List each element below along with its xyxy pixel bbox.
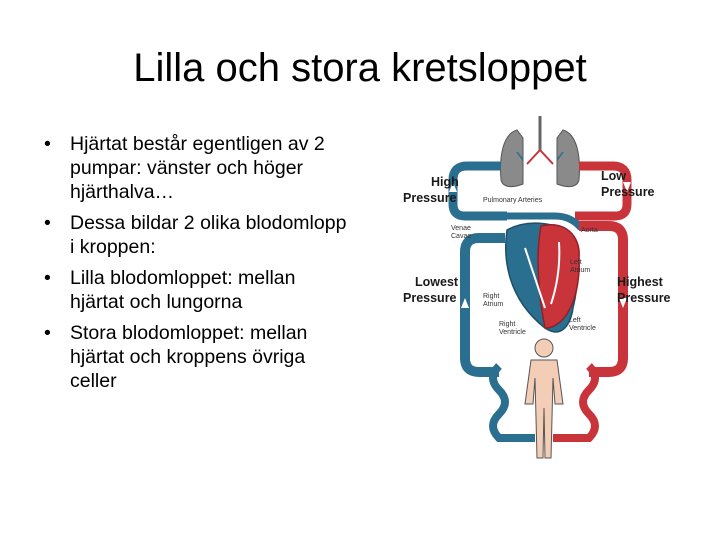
bullet-list: • Hjärtat består egentligen av 2 pumpar: … xyxy=(44,132,354,400)
label-low-pressure: Pressure xyxy=(601,185,655,199)
label-right-ventricle-1: Right xyxy=(499,321,515,328)
bullet-text: Hjärtat består egentligen av 2 pumpar: v… xyxy=(70,133,325,203)
heart-icon xyxy=(505,222,580,333)
label-low: Low xyxy=(601,169,626,183)
label-left-ventricle-1: Left xyxy=(569,317,581,324)
bullet-dot: • xyxy=(44,133,51,155)
label-right-ventricle-2: Ventricle xyxy=(499,329,526,336)
label-left-ventricle-2: Ventricle xyxy=(569,325,596,332)
slide-title: Lilla och stora kretsloppet xyxy=(133,46,587,90)
label-aorta: Aorta xyxy=(581,227,598,234)
bullet-dot: • xyxy=(44,322,51,344)
bullet-text: Stora blodomloppet: mellan hjärtat och k… xyxy=(70,322,308,392)
circulation-diagram: High Pressure Low Pressure Lowest Pressu… xyxy=(403,116,671,459)
label-cavae: Cavae xyxy=(451,233,471,240)
label-pulmonary-arteries: Pulmonary Arteries xyxy=(483,197,543,204)
diagram-labels: High Pressure Low Pressure Lowest Pressu… xyxy=(403,169,671,336)
label-highest-pressure: Pressure xyxy=(617,291,671,305)
label-right-atrium-2: Atrium xyxy=(483,301,503,308)
bullet-item: • Lilla blodomloppet: mellan hjärtat och … xyxy=(44,266,354,314)
label-high-pressure: Pressure xyxy=(403,191,457,205)
bullet-dot: • xyxy=(44,212,51,234)
label-left-atrium-2: Atrium xyxy=(570,267,590,274)
lungs-icon xyxy=(500,116,580,188)
bullet-text: Lilla blodomloppet: mellan hjärtat och l… xyxy=(70,267,296,313)
label-venae: Venae xyxy=(451,225,471,232)
label-lowest: Lowest xyxy=(415,275,459,289)
bullet-item: • Stora blodomloppet: mellan hjärtat och … xyxy=(44,321,354,393)
label-highest: Highest xyxy=(617,275,664,289)
bullet-text: Dessa bildar 2 olika blodomlopp i kroppe… xyxy=(70,212,347,258)
bullet-item: • Dessa bildar 2 olika blodomlopp i kropp… xyxy=(44,211,354,259)
label-right-atrium-1: Right xyxy=(483,293,499,300)
systemic-circuit xyxy=(449,182,631,377)
label-lowest-pressure: Pressure xyxy=(403,291,457,305)
body-capillaries xyxy=(489,363,599,442)
bullet-dot: • xyxy=(44,267,51,289)
bullet-item: • Hjärtat består egentligen av 2 pumpar: … xyxy=(44,132,354,204)
label-high: High xyxy=(431,175,459,189)
human-figure-icon xyxy=(524,338,564,459)
label-left-atrium-1: Left xyxy=(570,259,582,266)
